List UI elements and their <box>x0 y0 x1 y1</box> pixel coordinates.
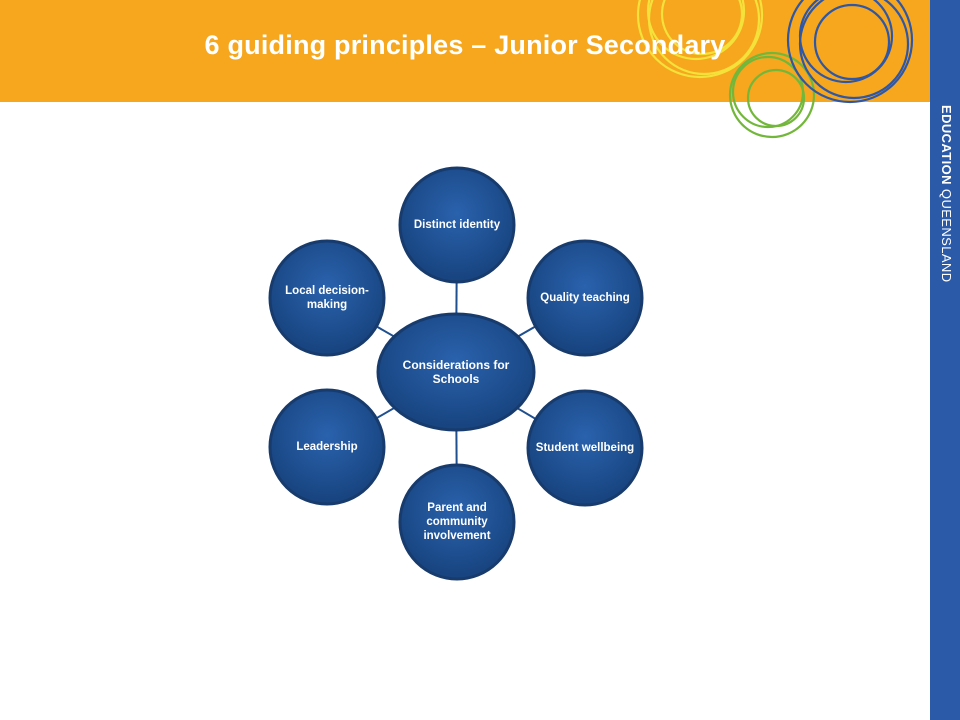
node-distinct-identity <box>398 166 516 284</box>
node-quality-teaching <box>526 239 644 357</box>
node-center-considerations <box>376 312 536 432</box>
label-quality-teaching: Quality teaching <box>540 292 630 304</box>
label-center-considerations: Considerations for Schools <box>402 358 510 386</box>
node-student-wellbeing <box>526 389 644 507</box>
header-band <box>0 0 930 102</box>
education-queensland-brand: EDUCATION QUEENSLAND <box>939 105 954 283</box>
side-brand-bar: EDUCATION QUEENSLAND <box>930 0 960 720</box>
brand-strong: EDUCATION <box>939 105 954 185</box>
decorative-rings <box>636 0 914 139</box>
label-local-decision: Local decision-making <box>285 285 369 311</box>
node-leadership <box>268 388 386 506</box>
node-parent-community <box>398 463 516 581</box>
brand-light: QUEENSLAND <box>939 184 954 283</box>
label-distinct-identity: Distinct identity <box>413 219 501 231</box>
label-parent-community: Parent and community involvement <box>423 502 491 542</box>
node-local-decision <box>268 239 386 357</box>
label-leadership: Leadership <box>296 441 358 453</box>
label-student-wellbeing: Student wellbeing <box>535 442 635 454</box>
slide-title: 6 guiding principles – Junior Secondary <box>204 30 726 60</box>
principles-diagram <box>268 166 644 581</box>
